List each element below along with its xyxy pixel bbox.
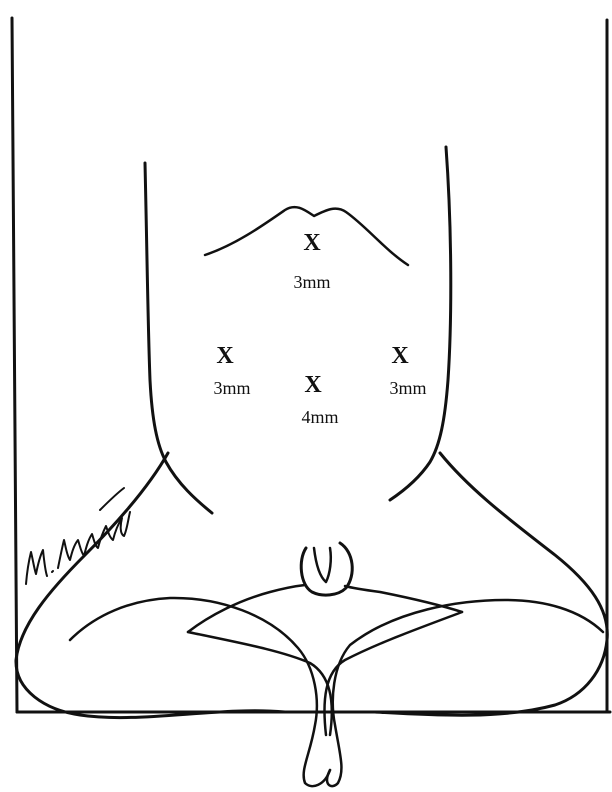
left-outer-contour [16, 453, 285, 718]
dose-label: 3mm [293, 272, 330, 292]
frame [12, 18, 610, 712]
left-flank [145, 163, 212, 513]
injection-site-2: X 3mm [213, 343, 250, 398]
x-mark: X [216, 343, 234, 369]
right-outer-contour [375, 453, 607, 715]
left-leg-line [70, 598, 330, 786]
crotch-line [188, 632, 332, 735]
genital-outline [301, 543, 352, 595]
right-leg-line [327, 600, 603, 786]
x-mark: X [303, 230, 321, 256]
inner-right-thigh [345, 586, 462, 612]
dose-label: 4mm [301, 407, 338, 427]
inner-left-thigh [188, 585, 305, 632]
right-flank [390, 147, 451, 500]
x-mark: X [304, 372, 322, 398]
handwritten-signature [26, 488, 130, 584]
injection-site-3: X 4mm [301, 372, 338, 427]
signature-stroke [26, 488, 130, 584]
x-mark: X [391, 343, 409, 369]
crotch-line-right [324, 612, 462, 735]
genital-inner [314, 548, 331, 582]
injection-site-1: X 3mm [293, 230, 330, 292]
injection-site-4: X 3mm [389, 343, 426, 398]
dose-label: 3mm [213, 378, 250, 398]
frame-left-edge [12, 18, 17, 712]
dose-label: 3mm [389, 378, 426, 398]
